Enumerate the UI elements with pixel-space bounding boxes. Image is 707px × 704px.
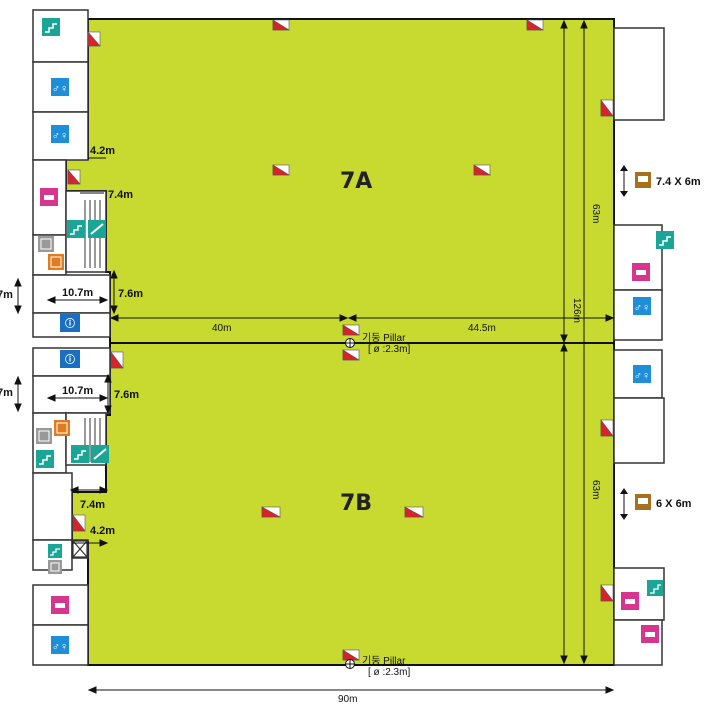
svg-text:♂♀: ♂♀: [634, 302, 651, 314]
escalator-icon[interactable]: [88, 220, 106, 238]
dim-left-span: 40m: [212, 323, 231, 334]
dimension-lines: [14, 19, 615, 694]
dim-right-span: 44.5m: [468, 323, 496, 334]
lounge-icon[interactable]: [621, 592, 639, 610]
restroom-icon[interactable]: ♂♀: [51, 78, 69, 96]
hall-7a-label: 7A: [340, 169, 372, 194]
fire-marker: [87, 31, 101, 47]
pillar-size-top: [ ø :2.3m]: [368, 344, 410, 355]
pillar-size-bottom: [ ø :2.3m]: [368, 667, 410, 678]
shaft-box: [72, 540, 88, 558]
restroom-icon[interactable]: ♂♀: [633, 365, 651, 383]
dim-bottom-left-edge: 7m: [0, 387, 13, 399]
elevator-icon[interactable]: [48, 560, 62, 574]
dim-top-left-edge: 7m: [0, 289, 13, 301]
svg-text:ⓘ: ⓘ: [65, 317, 75, 330]
fire-marker: [473, 164, 492, 176]
dim-bottom-notch-7-4: 7.4m: [80, 499, 105, 511]
loading-door-upper-label: 7.4 X 6m: [656, 176, 701, 188]
stairs-icon[interactable]: [647, 580, 663, 596]
svg-text:♂♀: ♂♀: [52, 641, 69, 653]
svg-text:♂♀: ♂♀: [52, 83, 69, 95]
stairs-icon[interactable]: [36, 450, 54, 468]
fire-marker: [600, 419, 614, 437]
fire-marker: [72, 514, 86, 532]
dim-total-height: 126m: [571, 298, 582, 323]
pillar-symbol-bottom: [345, 659, 355, 669]
dim-bottom-notch-4-2: 4.2m: [90, 525, 115, 537]
right-rooms: [613, 27, 665, 666]
dim-bottom-corridor-7-6: 7.6m: [114, 389, 139, 401]
elevator-icon[interactable]: [54, 420, 70, 436]
info-desk-icon[interactable]: ⓘ: [60, 350, 80, 368]
fire-marker: [67, 169, 81, 185]
stairs-icon[interactable]: [48, 544, 62, 558]
svg-text:♂♀: ♂♀: [634, 370, 651, 382]
fire-marker: [272, 164, 291, 176]
escalator-icon[interactable]: [91, 445, 109, 463]
fire-marker: [600, 584, 614, 602]
info-desk-icon[interactable]: ⓘ: [60, 314, 80, 332]
dim-lower-height: 63m: [590, 480, 601, 499]
pillar-symbol-top: [345, 338, 355, 348]
stairs-icon[interactable]: [656, 231, 674, 249]
restroom-icon[interactable]: ♂♀: [51, 125, 69, 143]
dim-top-notch-7-4: 7.4m: [108, 189, 133, 201]
lounge-icon[interactable]: [51, 596, 69, 614]
pillar-label-bottom: 기둥 Pillar: [362, 655, 406, 667]
loading-door-lower-label: 6 X 6m: [656, 498, 692, 510]
dim-upper-height: 63m: [590, 204, 601, 223]
fire-marker: [342, 324, 361, 336]
fire-marker: [404, 506, 425, 518]
stairs-icon[interactable]: [42, 18, 60, 36]
fire-markers: [67, 19, 614, 661]
fire-marker: [526, 19, 545, 31]
restroom-icon[interactable]: ♂♀: [51, 636, 69, 654]
svg-text:♂♀: ♂♀: [52, 130, 69, 142]
restroom-icon[interactable]: ♂♀: [633, 297, 651, 315]
freight-door-upper[interactable]: [620, 165, 651, 197]
fire-marker: [261, 506, 282, 518]
hall-area: [65, 18, 615, 666]
fire-marker: [272, 19, 291, 31]
fire-marker: [342, 649, 361, 661]
lounge-icon[interactable]: [632, 263, 650, 281]
fire-marker: [342, 349, 361, 361]
svg-text:ⓘ: ⓘ: [65, 353, 75, 366]
freight-door-lower[interactable]: [620, 488, 651, 520]
dim-top-corridor-7-6: 7.6m: [118, 288, 143, 300]
fire-marker: [110, 351, 124, 369]
stairs-icon[interactable]: [67, 220, 85, 238]
lounge-icon[interactable]: [641, 625, 659, 643]
elevator-icon[interactable]: [38, 236, 54, 252]
elevator-icon[interactable]: [48, 254, 64, 270]
hall-7b-label: 7B: [340, 491, 372, 516]
lounge-icon[interactable]: [40, 188, 58, 206]
fire-marker: [600, 99, 614, 117]
dim-bottom-corridor-10-7: 10.7m: [62, 385, 93, 397]
pillar-label-top: 기둥 Pillar: [362, 332, 406, 344]
elevator-icon[interactable]: [36, 428, 52, 444]
dim-top-corridor-10-7: 10.7m: [62, 287, 93, 299]
stairs-icon[interactable]: [71, 445, 89, 463]
dim-total-width: 90m: [338, 694, 357, 704]
dim-top-notch-4-2: 4.2m: [90, 145, 115, 157]
